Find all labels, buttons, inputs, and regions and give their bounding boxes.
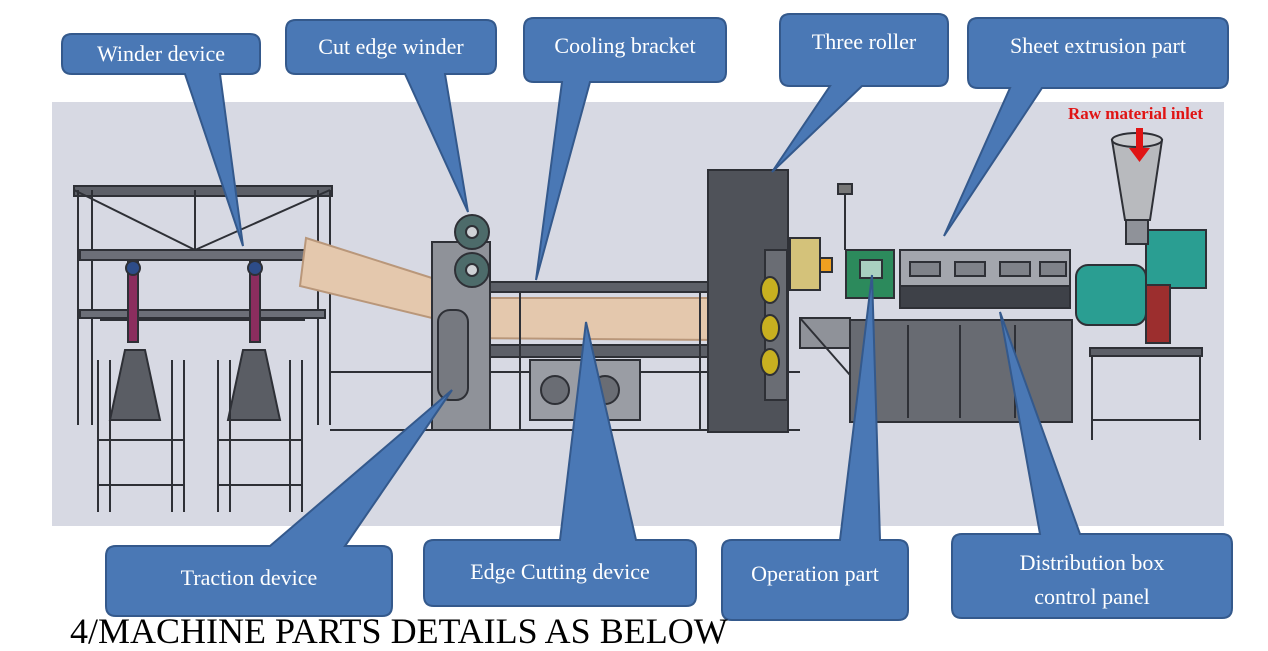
label-winder-device: Winder device	[97, 41, 225, 66]
callout-cooling	[523, 17, 727, 281]
callout-edge-cutting	[423, 321, 697, 607]
raw-material-arrow	[1129, 128, 1150, 162]
callout-distribution	[951, 311, 1233, 619]
footer-heading-text: 4/MACHINE PARTS DETAILS AS BELOW	[70, 611, 728, 651]
label-sheet-extrusion-part: Sheet extrusion part	[1010, 33, 1186, 58]
machine-diagram	[52, 13, 1233, 621]
callout-traction	[105, 389, 453, 617]
callout-sheet-extrusion	[943, 17, 1229, 237]
callout-operation	[721, 274, 909, 621]
label-operation-part: Operation part	[751, 561, 879, 586]
callout-winder	[61, 33, 261, 247]
label-traction-device: Traction device	[180, 565, 318, 590]
label-edge-cutting-device: Edge Cutting device	[470, 559, 650, 584]
label-distribution-box: Distribution box control panel	[952, 546, 1232, 614]
label-distribution-line1: Distribution box	[1019, 550, 1165, 575]
label-distribution-line2: control panel	[1034, 584, 1150, 609]
label-three-roller: Three roller	[811, 29, 917, 54]
callout-three-roller	[771, 13, 949, 173]
callout-cut-edge	[285, 19, 497, 213]
raw-material-inlet-label: Raw material inlet	[1068, 104, 1204, 123]
footer-heading: 4/MACHINE PARTS DETAILS AS BELOW	[70, 613, 1170, 649]
label-cooling-bracket: Cooling bracket	[554, 33, 696, 58]
label-cut-edge-winder: Cut edge winder	[318, 34, 464, 59]
